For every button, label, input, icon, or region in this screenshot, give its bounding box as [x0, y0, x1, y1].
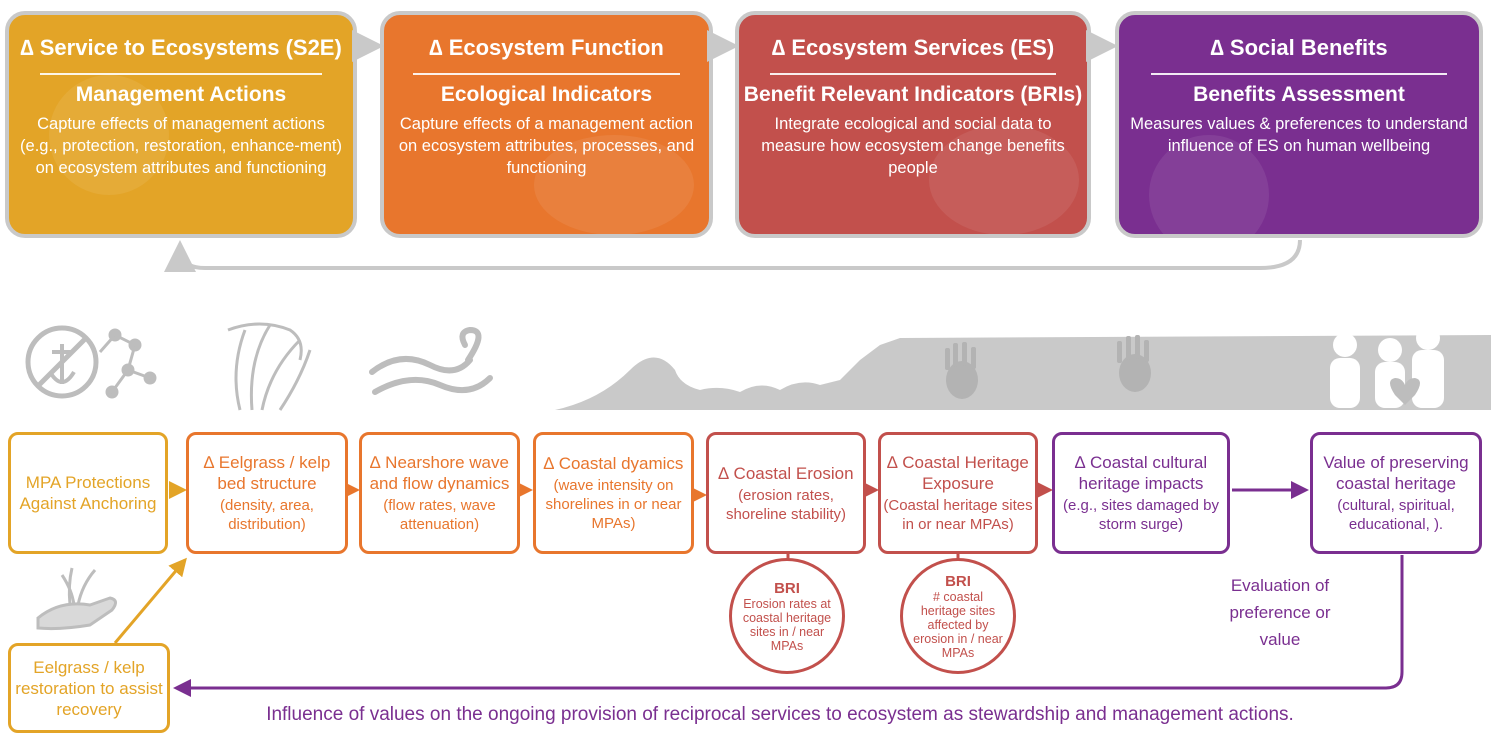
flow-box-main: ∆ Coastal Heritage Exposure — [887, 453, 1029, 493]
restoration-arrow — [113, 557, 187, 644]
header-title: ∆ Ecosystem Function — [429, 35, 664, 60]
flow-box-nearshore-wave: ∆ Nearshore wave and flow dynamics (flow… — [359, 432, 520, 554]
header-text: Capture effects of management actions (e… — [20, 115, 342, 177]
header-divider — [1151, 73, 1447, 75]
flow-box-cultural-heritage-impacts: ∆ Coastal cultural heritage impacts (e.g… — [1052, 432, 1230, 554]
header-ecosystem-services: ∆ Ecosystem Services (ES) Benefit Releva… — [735, 11, 1091, 238]
flow-box-main: Value of preserving coastal heritage — [1323, 453, 1469, 493]
header-social-benefits: ∆ Social Benefits Benefits Assessment Me… — [1115, 11, 1483, 238]
bri-text: Erosion rates at coastal heritage sites … — [742, 596, 832, 653]
flow-box-coastal-heritage-exposure: ∆ Coastal Heritage Exposure (Coastal her… — [878, 432, 1038, 554]
handprint-icon — [1117, 335, 1151, 392]
restoration-text: Eelgrass / kelp restoration to assist re… — [15, 657, 163, 719]
ocean-wave-icon — [555, 335, 1491, 410]
value-loop-arrow — [173, 555, 1404, 697]
flow-box-sub: (wave intensity on shorelines in or near… — [545, 477, 682, 532]
flow-box-sub: (density, area, distribution) — [220, 497, 314, 533]
header-divider — [770, 73, 1056, 75]
evaluation-label: Evaluation of preference or value — [1229, 576, 1331, 649]
flow-box-eelgrass-kelp: ∆ Eelgrass / kelp bed structure (density… — [186, 432, 348, 554]
flow-box-sub: (Coastal heritage sites in or near MPAs) — [883, 497, 1033, 533]
no-anchor-icon — [25, 325, 157, 399]
header-service-to-ecosystems: ∆ Service to Ecosystems (S2E) Management… — [5, 11, 357, 238]
flow-box-main: ∆ Nearshore wave and flow dynamics — [369, 453, 510, 493]
people-heart-icon — [1330, 322, 1444, 408]
footer-caption: Influence of values on the ongoing provi… — [266, 704, 1294, 725]
flow-box-main: ∆ Coastal dyamics — [543, 454, 684, 473]
flow-box-main: ∆ Coastal Erosion — [718, 463, 854, 483]
header-text: Capture effects of a management action o… — [398, 115, 695, 177]
header-ecosystem-function: ∆ Ecosystem Function Ecological Indicato… — [380, 11, 713, 238]
header-subtitle: Benefit Relevant Indicators (BRIs) — [743, 83, 1083, 106]
header-title: ∆ Ecosystem Services (ES) — [771, 35, 1055, 60]
bri-title: BRI — [945, 572, 971, 590]
flow-box-coastal-dynamics: ∆ Coastal dyamics (wave intensity on sho… — [533, 432, 694, 554]
feedback-arrow — [164, 239, 1302, 273]
header-subtitle: Benefits Assessment — [1193, 83, 1405, 106]
bri-title: BRI — [774, 579, 800, 597]
header-title: ∆ Social Benefits — [1210, 35, 1388, 60]
hand-seedling-icon — [36, 567, 117, 631]
wave-flow-icon — [369, 326, 493, 395]
bri-circle-heritage: BRI # coastal heritage sites affected by… — [900, 558, 1016, 674]
header-text: Integrate ecological and social data to … — [761, 115, 1065, 177]
header-title: ∆ Service to Ecosystems (S2E) — [20, 35, 342, 60]
flow-box-value-of-heritage: Value of preserving coastal heritage (cu… — [1310, 432, 1482, 554]
flow-box-coastal-erosion: ∆ Coastal Erosion (erosion rates, shorel… — [706, 432, 866, 554]
header-text: Measures values & preferences to underst… — [1130, 115, 1468, 155]
eelgrass-icon — [227, 322, 312, 411]
header-subtitle: Management Actions — [75, 83, 287, 106]
flow-box-mpa-protections: MPA Protections Against Anchoring — [8, 432, 168, 554]
flow-box-main: MPA Protections Against Anchoring — [19, 473, 157, 513]
bri-text: # coastal heritage sites affected by ero… — [913, 589, 1003, 660]
flow-box-main: ∆ Eelgrass / kelp bed structure — [203, 453, 331, 493]
header-divider — [413, 73, 680, 75]
flow-box-sub: (e.g., sites damaged by storm surge) — [1063, 497, 1219, 533]
header-subtitle: Ecological Indicators — [440, 83, 653, 106]
flow-box-sub: (flow rates, wave attenuation) — [383, 497, 496, 533]
header-divider — [39, 73, 323, 75]
handprint-icon — [945, 342, 978, 399]
restoration-box: Eelgrass / kelp restoration to assist re… — [8, 643, 170, 733]
bri-circle-erosion: BRI Erosion rates at coastal heritage si… — [729, 558, 845, 674]
flow-box-sub: (erosion rates, shoreline stability) — [725, 486, 847, 523]
flow-box-sub: (cultural, spiritual, educational, ). — [1337, 497, 1455, 533]
flow-box-main: ∆ Coastal cultural heritage impacts — [1074, 453, 1208, 493]
